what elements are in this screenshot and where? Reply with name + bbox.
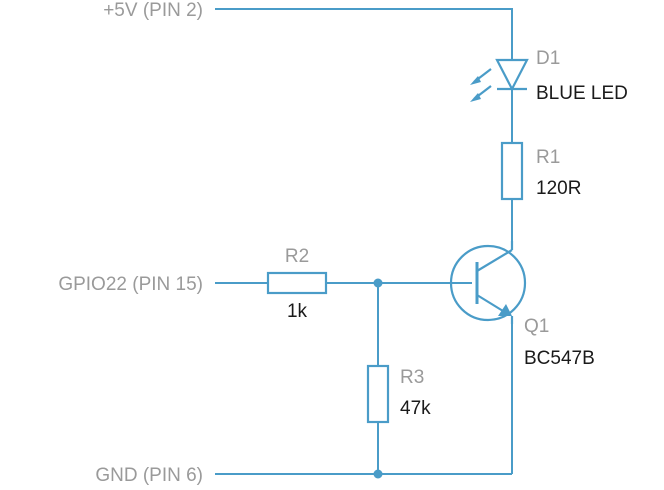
r1-ref-label: R1 bbox=[536, 147, 560, 168]
ground-net-label: GND (PIN 6) bbox=[95, 465, 203, 486]
gpio-net-label: GPIO22 (PIN 15) bbox=[58, 274, 203, 295]
r2-value-label: 1k bbox=[287, 301, 308, 322]
q1-ref-label: Q1 bbox=[524, 316, 549, 337]
d1-ref-label: D1 bbox=[536, 48, 560, 69]
q1-value-label: BC547B bbox=[524, 348, 595, 369]
r1-resistor-icon bbox=[500, 141, 524, 201]
r2-resistor-icon bbox=[266, 271, 328, 295]
r3-value-label: 47k bbox=[400, 398, 431, 419]
r1-value-label: 120R bbox=[536, 178, 581, 199]
r3-resistor-icon bbox=[366, 364, 390, 424]
ground-junction-dot bbox=[373, 469, 383, 479]
led-icon bbox=[470, 58, 529, 102]
npn-transistor-icon bbox=[449, 241, 527, 324]
supply-wire bbox=[215, 8, 513, 60]
d1-value-label: BLUE LED bbox=[536, 83, 628, 104]
supply-net-label: +5V (PIN 2) bbox=[103, 0, 203, 21]
r2-ref-label: R2 bbox=[285, 246, 309, 267]
base-junction-dot bbox=[373, 278, 383, 288]
r3-ref-label: R3 bbox=[400, 367, 424, 388]
